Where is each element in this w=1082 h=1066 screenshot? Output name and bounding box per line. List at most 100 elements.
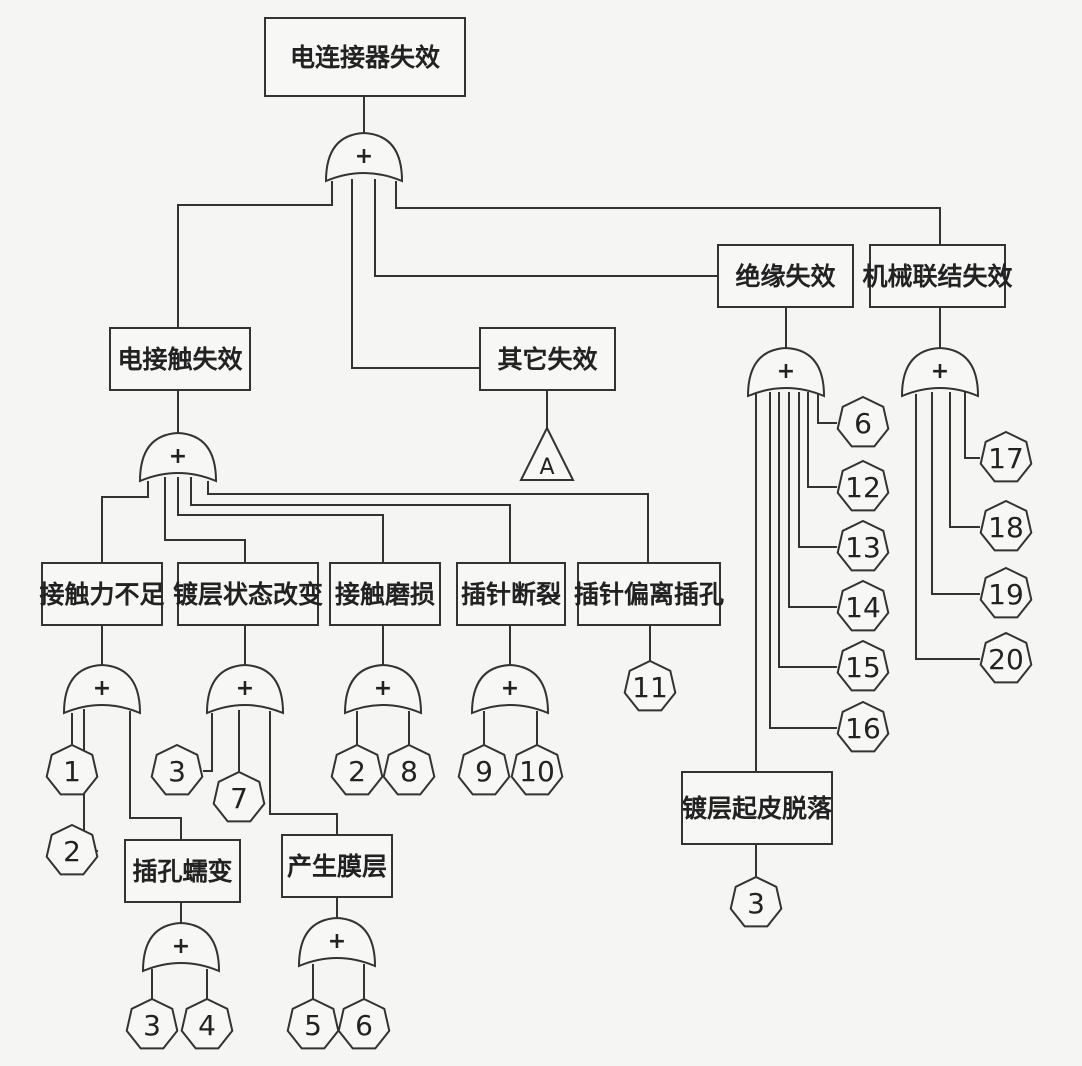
basic-event-x3: 3 bbox=[729, 875, 783, 928]
basic-event-k19: 19 bbox=[979, 566, 1033, 619]
basic-event-i14: 14 bbox=[836, 579, 890, 632]
event-label-top: 电连接器失效 bbox=[290, 43, 440, 72]
basic-event-s4: 4 bbox=[180, 997, 234, 1050]
event-box-force: 接触力不足 bbox=[39, 562, 165, 626]
or-gate-symbol: + bbox=[169, 444, 187, 469]
transfer-label: A bbox=[539, 455, 554, 480]
basic-event-number: 5 bbox=[304, 1009, 322, 1042]
or-gate-plating: + bbox=[205, 663, 285, 715]
basic-event-i15: 15 bbox=[836, 639, 890, 692]
event-label-offset: 插针偏离插孔 bbox=[574, 580, 724, 609]
or-gate-symbol: + bbox=[93, 676, 111, 701]
event-box-socket: 插孔蠕变 bbox=[124, 839, 241, 903]
event-label-wear: 接触磨损 bbox=[335, 580, 435, 609]
event-box-film: 产生膜层 bbox=[281, 834, 393, 898]
event-box-offset: 插针偏离插孔 bbox=[574, 562, 724, 626]
or-gate-mech: + bbox=[900, 346, 980, 398]
event-box-contact: 电接触失效 bbox=[109, 327, 251, 391]
basic-event-p7: 7 bbox=[212, 770, 266, 823]
event-box-plating: 镀层状态改变 bbox=[173, 562, 323, 626]
event-label-film: 产生膜层 bbox=[287, 852, 387, 881]
or-gate-symbol: + bbox=[501, 676, 519, 701]
basic-event-number: 4 bbox=[198, 1009, 216, 1042]
event-box-wear: 接触磨损 bbox=[329, 562, 441, 626]
or-gate-force: + bbox=[62, 663, 142, 715]
basic-event-number: 3 bbox=[143, 1009, 161, 1042]
basic-event-m6: 6 bbox=[337, 997, 391, 1050]
event-label-contact: 电接触失效 bbox=[117, 345, 242, 374]
basic-event-number: 19 bbox=[988, 578, 1024, 611]
basic-event-i13: 13 bbox=[836, 519, 890, 572]
event-box-other: 其它失效 bbox=[479, 327, 616, 391]
basic-event-f2: 2 bbox=[45, 823, 99, 876]
or-gate-symbol: + bbox=[355, 144, 373, 169]
basic-event-i16: 16 bbox=[836, 700, 890, 753]
basic-event-number: 3 bbox=[168, 755, 186, 788]
event-label-plating: 镀层状态改变 bbox=[173, 580, 323, 609]
or-gate-break: + bbox=[470, 663, 550, 715]
basic-event-i12: 12 bbox=[836, 459, 890, 512]
basic-event-w2: 2 bbox=[330, 743, 384, 796]
basic-event-number: 6 bbox=[355, 1009, 373, 1042]
or-gate-insul: + bbox=[746, 346, 826, 398]
event-label-force: 接触力不足 bbox=[39, 580, 164, 609]
or-gate-contact: + bbox=[138, 431, 218, 483]
basic-event-w8: 8 bbox=[382, 743, 436, 796]
basic-event-m5: 5 bbox=[286, 997, 340, 1050]
transfer-triangle-a: A bbox=[519, 425, 575, 481]
event-boxes: 电连接器失效电接触失效 其它失效 绝缘失效机械联结失效接触力不足镀层状态改变接触磨损… bbox=[39, 17, 1013, 903]
event-label-break: 插针断裂 bbox=[461, 580, 561, 609]
or-gate-symbol: + bbox=[172, 934, 190, 959]
basic-event-b10: 10 bbox=[510, 743, 564, 796]
basic-event-number: 15 bbox=[845, 651, 881, 684]
basic-event-number: 7 bbox=[230, 782, 248, 815]
basic-event-s3: 3 bbox=[125, 997, 179, 1050]
basic-event-k20: 20 bbox=[979, 631, 1033, 684]
event-label-insul: 绝缘失效 bbox=[735, 262, 835, 291]
event-box-break: 插针断裂 bbox=[456, 562, 566, 626]
basic-event-o11: 11 bbox=[623, 659, 677, 712]
basic-event-number: 9 bbox=[475, 755, 493, 788]
or-gate-socket: + bbox=[141, 921, 221, 973]
basic-event-number: 2 bbox=[63, 835, 81, 868]
basic-event-k17: 17 bbox=[979, 430, 1033, 483]
basic-event-number: 3 bbox=[747, 887, 765, 920]
or-gate-wear: + bbox=[343, 663, 423, 715]
or-gate-symbol: + bbox=[374, 676, 392, 701]
basic-event-number: 6 bbox=[854, 407, 872, 440]
or-gates: + + + + + + + + + + bbox=[62, 131, 980, 973]
basic-event-k18: 18 bbox=[979, 499, 1033, 552]
or-gate-symbol: + bbox=[236, 676, 254, 701]
basic-event-f1: 1 bbox=[45, 743, 99, 796]
basic-event-number: 13 bbox=[845, 531, 881, 564]
basic-event-number: 14 bbox=[845, 591, 881, 624]
event-label-mech: 机械联结失效 bbox=[862, 262, 1012, 291]
basic-event-number: 1 bbox=[63, 755, 81, 788]
event-box-mech: 机械联结失效 bbox=[862, 244, 1013, 308]
event-label-peel: 镀层起皮脱落 bbox=[682, 794, 833, 823]
basic-event-number: 18 bbox=[988, 511, 1024, 544]
basic-event-p3: 3 bbox=[150, 743, 204, 796]
basic-event-number: 8 bbox=[400, 755, 418, 788]
basic-event-i6: 6 bbox=[836, 395, 890, 448]
event-label-socket: 插孔蠕变 bbox=[132, 857, 232, 886]
transfer-symbol: A bbox=[519, 425, 575, 481]
or-gate-symbol: + bbox=[777, 359, 795, 384]
basic-event-number: 11 bbox=[632, 671, 668, 704]
basic-event-b9: 9 bbox=[457, 743, 511, 796]
basic-event-number: 20 bbox=[988, 643, 1024, 676]
or-gate-symbol: + bbox=[328, 929, 346, 954]
basic-event-number: 16 bbox=[845, 712, 881, 745]
or-gate-film: + bbox=[297, 916, 377, 968]
basic-event-number: 10 bbox=[519, 755, 555, 788]
event-box-insul: 绝缘失效 bbox=[717, 244, 854, 308]
event-box-peel: 镀层起皮脱落 bbox=[681, 771, 833, 845]
event-label-other: 其它失效 bbox=[497, 345, 597, 374]
or-gate-top: + bbox=[324, 131, 404, 183]
basic-event-number: 12 bbox=[845, 471, 881, 504]
basic-event-number: 2 bbox=[348, 755, 366, 788]
or-gate-symbol: + bbox=[931, 359, 949, 384]
basic-event-number: 17 bbox=[988, 442, 1024, 475]
